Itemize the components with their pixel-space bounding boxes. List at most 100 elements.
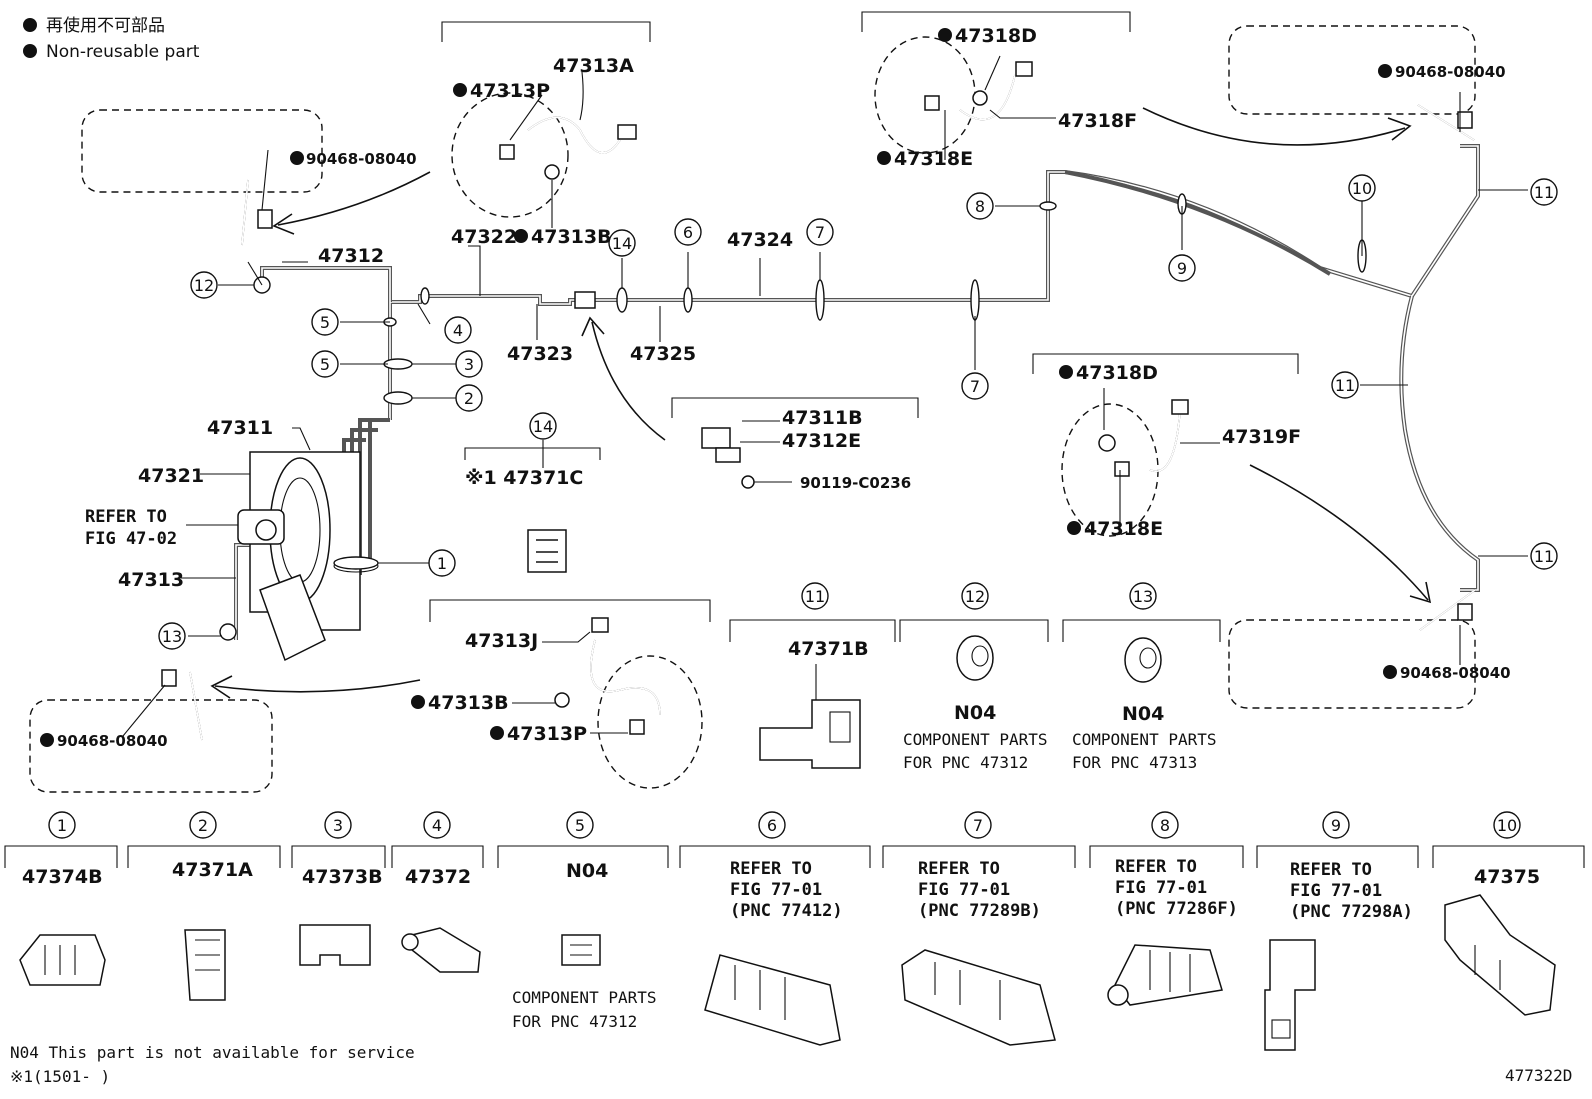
callout-5a <box>311 308 339 336</box>
callout-6-label: 6 <box>683 223 693 242</box>
callout-11a-label: 11 <box>1534 183 1554 202</box>
legend-japanese: 再使用不可部品 <box>46 15 165 36</box>
callout-5b <box>311 350 339 378</box>
panel-2-part: 47371A <box>172 859 253 881</box>
panel-4-part: 47372 <box>405 866 471 888</box>
callout-7b <box>961 372 989 400</box>
callout-9 <box>1168 254 1196 282</box>
bottom-panels: 1 47374B 2 47371A 3 47373B 4 47372 5 N04… <box>4 811 1585 1051</box>
panel-8-number: 8 <box>1160 816 1170 835</box>
mid-panel-12: 12 N04 COMPONENT PARTS FOR PNC 47312 <box>903 582 1048 772</box>
callout-3 <box>455 350 483 378</box>
panel-7-ref1: REFER TO <box>918 859 1000 879</box>
non-reusable-dot-icon <box>1383 665 1397 679</box>
callout-13 <box>158 622 186 650</box>
part-label-47313P-bottom: 47313P <box>507 723 587 745</box>
part-label-90468-top-right: 90468-08040 <box>1395 63 1506 81</box>
clip-47371C-icon <box>527 529 567 573</box>
callouts: 1 2 3 4 5 5 6 7 7 8 9 10 11 11 11 12 13 … <box>158 174 1558 650</box>
callout-12 <box>190 271 218 299</box>
part-label-47318E-top: 47318E <box>894 148 973 170</box>
panel-6-ref1: REFER TO <box>730 859 812 879</box>
panel-3-part: 47373B <box>302 866 383 888</box>
part-label-47321: 47321 <box>138 465 204 487</box>
legend-english: Non-reusable part <box>46 42 200 62</box>
callout-11b <box>1331 371 1359 399</box>
panel-6-ref2: FIG 77-01 <box>730 880 822 900</box>
panel-13-desc1: COMPONENT PARTS <box>1072 730 1217 749</box>
part-label-90468-top-left: 90468-08040 <box>306 150 417 168</box>
panel-13-part: N04 <box>1122 703 1164 725</box>
hose-front-left <box>451 92 637 218</box>
callout-9-label: 9 <box>1177 259 1187 278</box>
callout-4 <box>444 316 472 344</box>
callout-8 <box>966 192 994 220</box>
clip-77289B-icon <box>901 949 1056 1046</box>
bracket-47311B <box>701 427 792 489</box>
dashed-box-top-left <box>81 109 323 193</box>
callout-14-label: 14 <box>612 234 632 253</box>
non-reusable-dot-icon <box>453 83 467 97</box>
clip-77286F-icon <box>1114 944 1223 1006</box>
callout-3-label: 3 <box>464 355 474 374</box>
part-label-90119-C0236: 90119-C0236 <box>800 474 911 492</box>
panel-11-part: 47371B <box>788 638 869 660</box>
panel-11-number: 11 <box>805 587 825 606</box>
panel-7-number: 7 <box>973 816 983 835</box>
part-label-47312E: 47312E <box>782 430 861 452</box>
clip-47371A-icon <box>184 929 226 1001</box>
clip-47371B-icon <box>759 699 861 769</box>
part-label-47318E-right: 47318E <box>1084 518 1163 540</box>
non-reusable-dot-icon <box>290 151 304 165</box>
callout-4-label: 4 <box>453 321 463 340</box>
part-label-47313: 47313 <box>118 569 184 591</box>
panel-9-ref3: (PNC 77298A) <box>1290 902 1413 922</box>
dashed-box-top-right <box>1228 25 1476 115</box>
master-cylinder-assembly <box>237 451 379 662</box>
callout-7b-label: 7 <box>970 377 980 396</box>
part-label-47324: 47324 <box>727 229 793 251</box>
clip-47374B-icon <box>19 934 106 986</box>
callout-10 <box>1348 174 1376 202</box>
hose-front-right <box>874 36 1033 154</box>
hose-rear-right <box>1061 399 1189 537</box>
footer-note: N04 This part is not available for servi… <box>10 1043 415 1062</box>
part-label-47322: 47322 <box>451 226 517 248</box>
clip-47372-icon <box>411 927 481 973</box>
panel-10-part: 47375 <box>1474 866 1540 888</box>
part-label-47318D-top: 47318D <box>955 25 1037 47</box>
callout-11c-label: 11 <box>1534 547 1554 566</box>
callout-7a <box>806 218 834 246</box>
non-reusable-dot-icon <box>1059 365 1073 379</box>
hose-rear-left <box>554 617 703 789</box>
part-label-47313P-top: 47313P <box>470 80 550 102</box>
mid-panel-14: 14 <box>527 412 567 573</box>
panel-2-number: 2 <box>198 816 208 835</box>
part-label-47311: 47311 <box>207 417 273 439</box>
non-reusable-dot-icon <box>877 151 891 165</box>
panel-13-desc2: FOR PNC 47313 <box>1072 753 1197 772</box>
clip-icons <box>161 104 1476 741</box>
panel-12-part: N04 <box>954 702 996 724</box>
callout-10-label: 10 <box>1352 179 1372 198</box>
part-label-90468-bottom-left: 90468-08040 <box>57 732 168 750</box>
panel-3-number: 3 <box>333 816 343 835</box>
clip-N04-icon <box>561 934 601 966</box>
callout-11c <box>1530 542 1558 570</box>
panel-5-part: N04 <box>566 860 608 882</box>
clip-77412-icon <box>704 954 841 1046</box>
part-label-47318D-right: 47318D <box>1076 362 1158 384</box>
callout-13-label: 13 <box>162 627 182 646</box>
callout-14 <box>608 229 636 257</box>
part-label-47313B-bottom: 47313B <box>428 692 509 714</box>
part-label-47313J: 47313J <box>465 630 538 652</box>
panel-8-ref1: REFER TO <box>1115 857 1197 877</box>
non-reusable-dot-icon <box>1067 521 1081 535</box>
mid-panel-11: 11 47371B <box>759 582 869 769</box>
part-label-47319F: 47319F <box>1222 426 1301 448</box>
part-label-47318F: 47318F <box>1058 110 1137 132</box>
mid-panel-13: 13 N04 COMPONENT PARTS FOR PNC 47313 <box>1072 582 1217 772</box>
callout-2 <box>455 384 483 412</box>
footer-note2: ※1(1501- ) <box>10 1067 110 1086</box>
